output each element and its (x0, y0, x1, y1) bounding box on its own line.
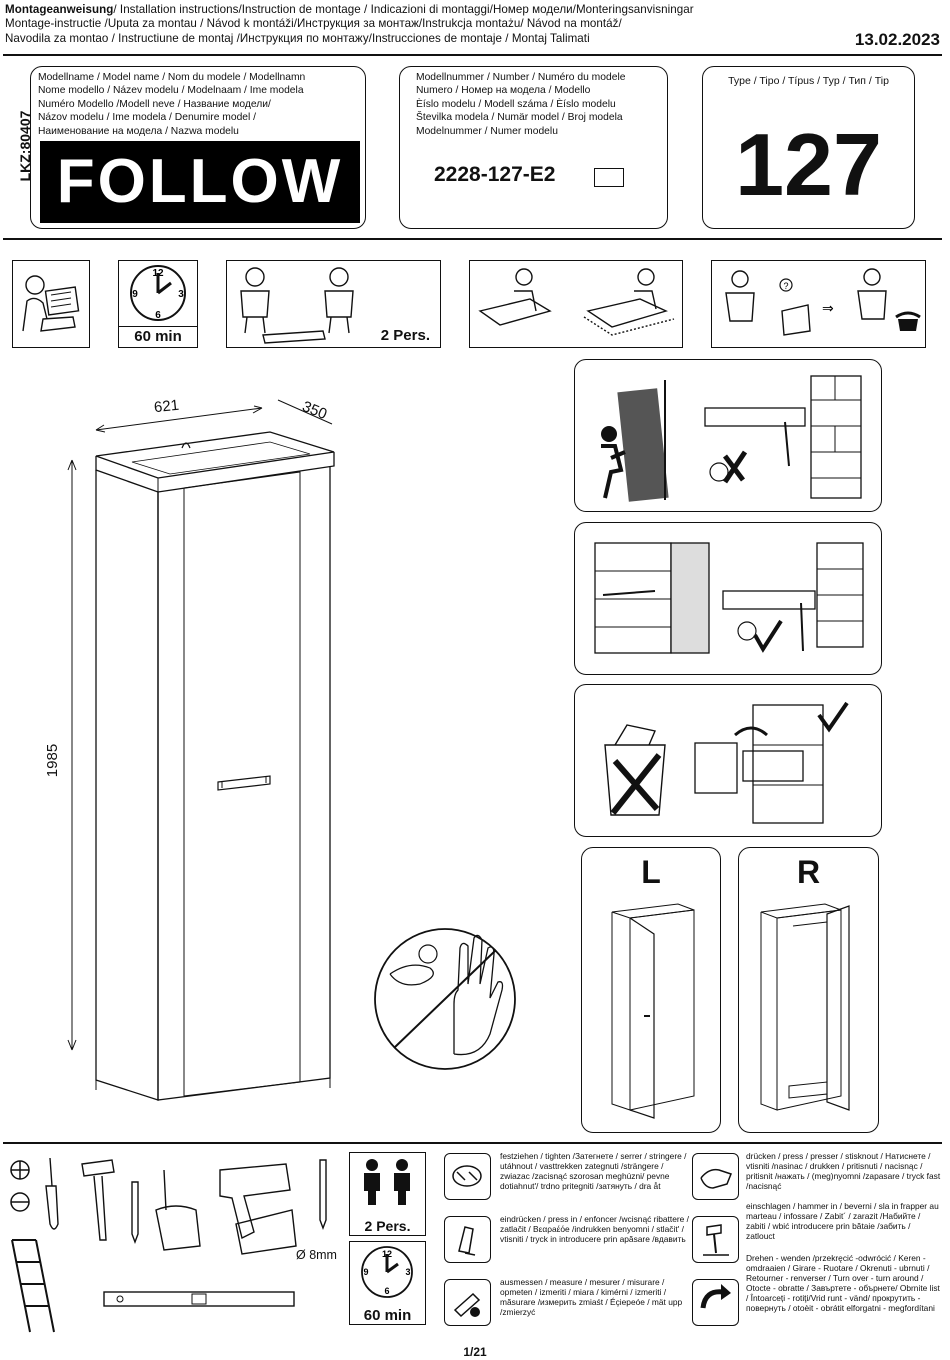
legend-press-in: eindrücken / press in / enfoncer /wcisną… (500, 1214, 689, 1244)
legend-tighten: festziehen / tighten /Затегнете / serrer… (500, 1151, 687, 1191)
model-name-box: Modellname / Model name / Nom du modele … (30, 66, 366, 229)
read-instructions-box (12, 260, 90, 348)
file-instructions-illustration (604, 701, 849, 824)
time-label: 60 min (119, 326, 197, 347)
measure-icon-box (444, 1279, 491, 1326)
dimension-width: 621 (153, 396, 180, 417)
turn-over-icon (700, 1284, 731, 1309)
tools-illustration (10, 1157, 327, 1333)
press-in-icon (458, 1226, 476, 1256)
drill-size: Ø 8mm (296, 1248, 337, 1262)
model-number: 2228-127-E2 (434, 163, 556, 186)
tools-persons-box: 2 Pers. (349, 1152, 426, 1236)
model-number-labels: Modellnummer / Number / Numéro du modele… (416, 72, 626, 137)
person-reading-icon (22, 275, 80, 332)
tools-persons-label: 2 Pers. (364, 1218, 411, 1234)
legend-press: drücken / press / presser / stisknout / … (746, 1151, 941, 1191)
two-persons-box: 2 Pers. (226, 260, 441, 348)
legend-hammer: einschlagen / hammer in / beverni / sla … (746, 1201, 939, 1241)
header-line-2: Montage-instructie /Uputa za montau / Ná… (5, 17, 622, 30)
measure-icon (453, 1292, 481, 1318)
model-name-labels: Modellname / Model name / Nom du modele … (38, 72, 306, 137)
wall-anchor-correct-panel (574, 522, 882, 675)
tighten-icon (452, 1165, 482, 1187)
top-section-rule (3, 238, 942, 240)
missing-parts-call-icon: ? ⇒ (725, 268, 921, 336)
clock-icon: 12 3 6 9 (130, 265, 186, 321)
svg-text:⇒: ⇒ (822, 301, 834, 317)
missing-parts-box: ? ⇒ (711, 260, 926, 348)
header-line-1: Montageanweisung/ Installation instructi… (5, 3, 694, 16)
assembly-on-carpet-icon (478, 268, 675, 336)
turn-over-icon-box (692, 1279, 739, 1326)
page-number: 1/21 (463, 1345, 487, 1359)
two-persons-icon (364, 1159, 410, 1205)
tools-clock-number-9: 9 (363, 1267, 368, 1277)
model-name: FOLLOW (56, 147, 344, 216)
hinge-right-panel: R (738, 847, 879, 1133)
bottom-section-rule (3, 1142, 942, 1144)
checkbox (594, 168, 624, 187)
hinge-left-panel: L (581, 847, 721, 1133)
svg-text:?: ? (783, 281, 788, 291)
tipping-warning-illustration (601, 375, 862, 502)
child-warning-icon (374, 928, 516, 1070)
two-workers-icon (240, 267, 354, 344)
tools-clock-icon: 12 3 6 9 (361, 1246, 413, 1298)
wall-anchor-wrong-panel (574, 359, 882, 512)
hinge-left-label: L (641, 854, 661, 890)
header-title: Montageanweisung (5, 3, 114, 16)
dimension-height: 1985 (44, 743, 62, 778)
legend-turn: Drehen - wenden /przekręcić -odwrócić / … (746, 1253, 940, 1313)
hinge-right-label: R (796, 854, 821, 890)
header-rule (3, 54, 942, 56)
header-date: 13.02.2023 (854, 30, 940, 49)
wardrobe-dimension-drawing (67, 399, 335, 1101)
tools-time-label: 60 min (363, 1307, 412, 1324)
time-box: 12 3 6 9 60 min (118, 260, 198, 348)
left-door-cabinet-illustration (611, 903, 695, 1119)
clock-number-3: 3 (178, 289, 184, 300)
header-line-3: Navodila za montao / Instructiune de mon… (5, 32, 590, 45)
press-hand-icon (700, 1168, 732, 1189)
legend-measure: ausmessen / measure / mesurer / misurare… (500, 1277, 683, 1317)
clock-number-9: 9 (132, 289, 138, 300)
tools-clock-number-6: 6 (384, 1286, 389, 1296)
type-value: 127 (735, 115, 882, 214)
tighten-icon-box (444, 1153, 491, 1200)
type-box: Type / Tipo / Típus / Typ / Тип / Tip 12… (702, 66, 915, 229)
model-name-banner: FOLLOW (40, 141, 360, 223)
hammer-in-icon-box (692, 1216, 739, 1263)
clock-number-6: 6 (155, 310, 161, 321)
floor-protection-box (469, 260, 683, 348)
tools-time-box: 12 3 6 9 60 min (349, 1241, 426, 1325)
hammer-in-icon (703, 1224, 729, 1256)
press-in-icon-box (444, 1216, 491, 1263)
type-label: Type / Tipo / Típus / Typ / Тип / Tip (728, 75, 889, 87)
persons-label: 2 Pers. (380, 327, 430, 344)
keep-instructions-panel (574, 684, 882, 837)
wall-anchor-illustration (594, 542, 864, 654)
model-number-box: Modellnummer / Number / Numéro du modele… (399, 66, 668, 229)
tools-clock-number-3: 3 (405, 1267, 410, 1277)
right-door-cabinet-illustration (760, 903, 850, 1111)
press-icon-box (692, 1153, 739, 1200)
